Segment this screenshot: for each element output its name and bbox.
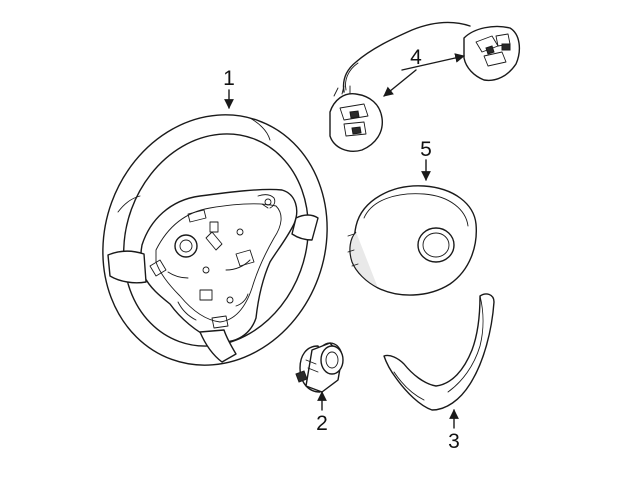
steering-wheel-switches: [329, 21, 521, 152]
callout-4-label: 4: [410, 46, 422, 69]
callout-leaders: [224, 53, 465, 429]
callout-2-label: 2: [316, 412, 328, 435]
steering-wheel: [102, 114, 328, 366]
airbag-module: [347, 185, 477, 296]
clock-spring: [295, 342, 344, 393]
callout-1-label: 1: [223, 67, 235, 90]
lower-trim-cover: [383, 293, 495, 411]
callout-3-label: 3: [448, 430, 460, 453]
callout-5-label: 5: [420, 138, 432, 161]
